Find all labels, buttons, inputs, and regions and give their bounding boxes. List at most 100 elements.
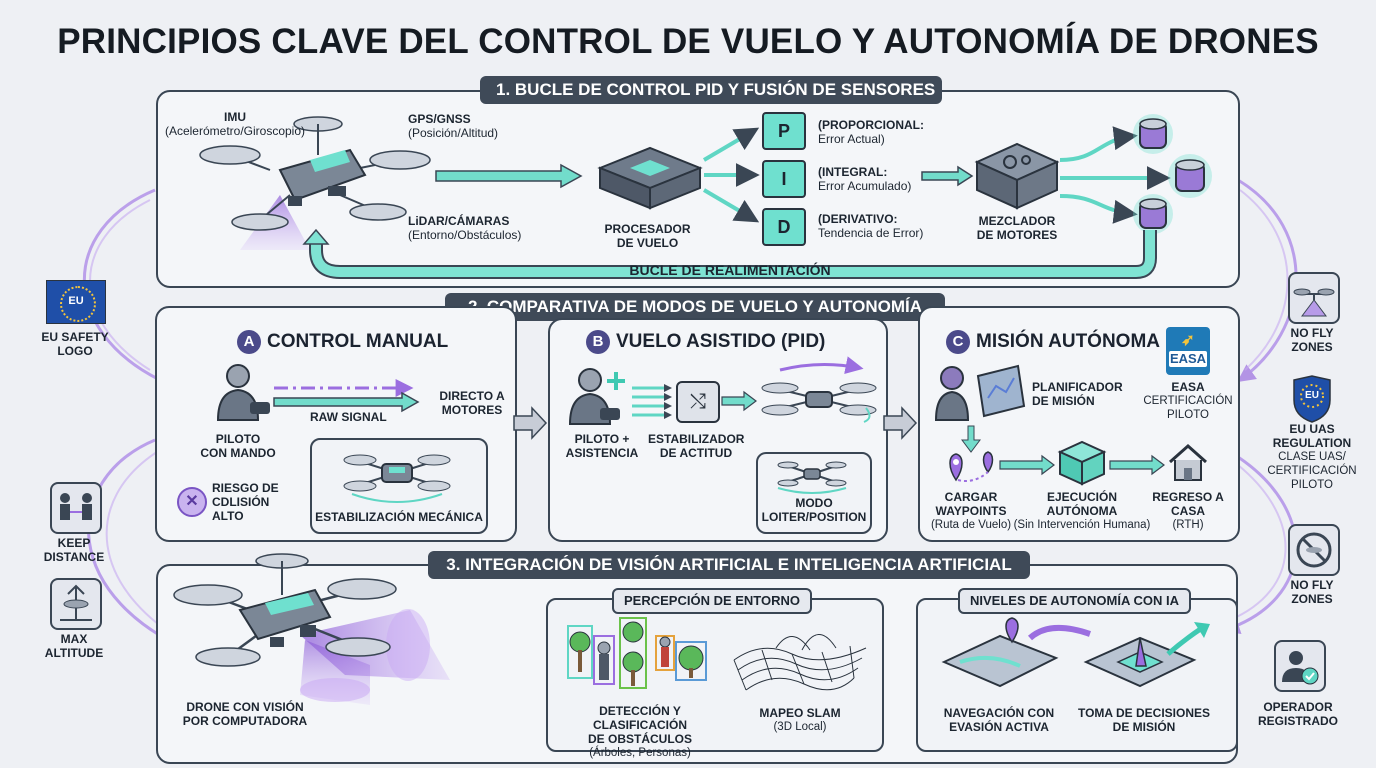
manual-pilot-line1: PILOTO [215,432,261,446]
waypoints-sub: (Ruta de Vuelo) [930,519,1012,531]
gps-subtitle: (Posición/Altitud) [408,126,499,140]
direct-line2: MOTORES [441,403,503,417]
section-1-header: 1. BUCLE DE CONTROL PID Y FUSIÓN DE SENS… [480,76,942,104]
nav-line1: NAVEGACIÓN CON [943,706,1055,720]
autonomous-exec-cube-icon [1057,440,1107,486]
decision-line1: TOMA DE DECISIONES [1077,706,1211,720]
processor-label: PROCESADOR DE VUELO [590,222,705,250]
max-line1: MAX [60,632,88,646]
drone-sensors-illustration [199,116,431,250]
pid-i-sub: Error Acumulado) [818,179,912,193]
page-title: PRINCIPIOS CLAVE DEL CONTROL DE VUELO Y … [57,22,1319,61]
detect-line1: DETECCIÓN Y CLASIFICACIÓN [593,704,687,732]
mixer-line1: MEZCLADOR [978,214,1056,228]
lidar-subtitle: (Entorno/Obstáculos) [408,228,522,242]
slam-label: MAPEO SLAM (3D Local) [740,706,860,734]
risk-icon: ✕ [177,487,207,517]
nfz1-line2: ZONES [1291,340,1333,354]
easa-line1: EASA [1171,380,1205,394]
nfz1-line1: NO FLY [1290,326,1334,340]
assist-pilot-line1: PILOTO + [574,432,630,446]
easa-bird-icon: ➶ [1181,332,1195,349]
gps-label: GPS/GNSS (Posición/Altitud) [408,112,538,140]
motor-mixer-icon [974,142,1060,210]
mode-c-badge: C [946,330,970,354]
waypoints-to-exec-arrow [999,454,1055,476]
mode-b-badge: B [586,330,610,354]
no-fly-zone-icon [1288,272,1340,324]
processor-line2: DE VUELO [616,236,679,250]
rth-sub: (RTH) [1172,519,1204,531]
pid-p-sub: Error Actual) [818,132,885,146]
eu-safety-logo-label: EU SAFETY LOGO [30,330,120,358]
decision-line2: DE MISIÓN [1112,720,1176,734]
operator-line1: OPERADOR [1263,700,1333,714]
risk-line3: ALTO [212,509,244,523]
pid-d-title: (DERIVATIVO: [818,212,898,226]
rth-line1: REGRESO A [1152,490,1224,504]
rth-line2: CASA [1170,504,1205,518]
mode-autonomous-title: MISIÓN AUTÓNOMA [976,331,1161,353]
eu-flag-icon: EU [46,280,106,324]
mission-planner-label: PLANIFICADOR DE MISIÓN [1032,380,1132,408]
no-fly-zones-label-1: NO FLY ZONES [1272,326,1352,354]
detect-line2: DE OBSTÁCULOS [587,732,692,746]
imu-label: IMU (Acelerómetro/Giroscopio) [160,110,310,138]
exec-line1: EJECUCIÓN [1046,490,1117,504]
mixer-line2: DE MOTORES [976,228,1058,242]
imu-subtitle: (Acelerómetro/Giroscopio) [164,124,306,138]
raw-signal-label: RAW SIGNAL [310,410,387,424]
mechanical-stabilization-drone [343,454,451,503]
feedback-loop-arrow [302,228,1157,279]
max-line2: ALTITUDE [44,646,104,660]
gps-title: GPS/GNSS [408,112,471,126]
exec-to-home-arrow [1109,454,1165,476]
mode-autonomous-heading: C MISIÓN AUTÓNOMA [946,330,1160,354]
eu-uas-shield-icon: EU [1292,375,1332,423]
eu-uas-shield-text: EU [1305,390,1319,401]
manual-pilot-line2: CON MANDO [200,446,276,460]
return-home-label: REGRESO A CASA (RTH) [1146,490,1230,532]
eu-flag-text: EU [68,295,84,307]
arrow-a-to-b [513,406,548,440]
loiter-drone-icon [777,461,847,494]
processor-chip-icon [597,146,703,210]
attitude-line1: ESTABILIZADOR [648,432,745,446]
eu-uas-regulation-label: EU UAS REGULATION CLASE UAS/ CERTIFICACI… [1262,422,1362,492]
detect-sub: (Árboles, Personas) [589,747,691,759]
nav-line2: EVASIÓN ACTIVA [949,720,1049,734]
uas-line1: EU UAS [1289,422,1335,436]
imu-title: IMU [224,110,246,124]
slam-sub: (3D Local) [773,721,827,733]
sensor-to-processor-arrow [435,163,583,189]
pid-p-label: (PROPORCIONAL: Error Actual) [818,118,948,146]
direct-line1: DIRECTO A [439,389,505,403]
exec-line2: AUTÓNOMA [1046,504,1118,518]
vision-drone-label: DRONE CON VISIÓN POR COMPUTADORA [170,700,320,728]
vision-drone-line2: POR COMPUTADORA [182,714,308,728]
mode-manual-title: CONTROL MANUAL [267,331,449,353]
planner-line1: PLANIFICADOR [1032,380,1123,394]
keep-distance-label: KEEP DISTANCE [34,536,114,564]
mixer-label: MEZCLADOR DE MOTORES [962,214,1072,242]
stabilizer-to-drone-arrow [721,390,757,412]
risk-line1: RIESGO DE [212,481,279,495]
risk-line2: CDLISIÓN [212,495,270,509]
eu-safety-line2: LOGO [57,344,93,358]
mode-a-badge: A [237,330,261,354]
vision-drone-line1: DRONE CON VISIÓN [186,700,304,714]
assist-pilot-line2: ASISTENCIA [565,446,639,460]
max-altitude-label: MAX ALTITUDE [34,632,114,660]
pid-p-block: P [762,112,806,150]
slam-mesh-illustration [733,634,867,691]
pid-i-title: (INTEGRAL: [818,165,888,179]
mission-decision-icon [1083,622,1210,688]
lidar-label: LiDAR/CÁMARAS (Entorno/Obstáculos) [408,214,548,242]
planner-line2: DE MISIÓN [1032,394,1095,408]
processor-line1: PROCESADOR [604,222,691,236]
mechanical-stabilization-box [310,438,488,534]
arrow-b-to-c [883,406,918,440]
easa-logo: ➶ EASA [1166,327,1210,375]
loiter-line2: LOITER/POSITION [761,510,867,524]
